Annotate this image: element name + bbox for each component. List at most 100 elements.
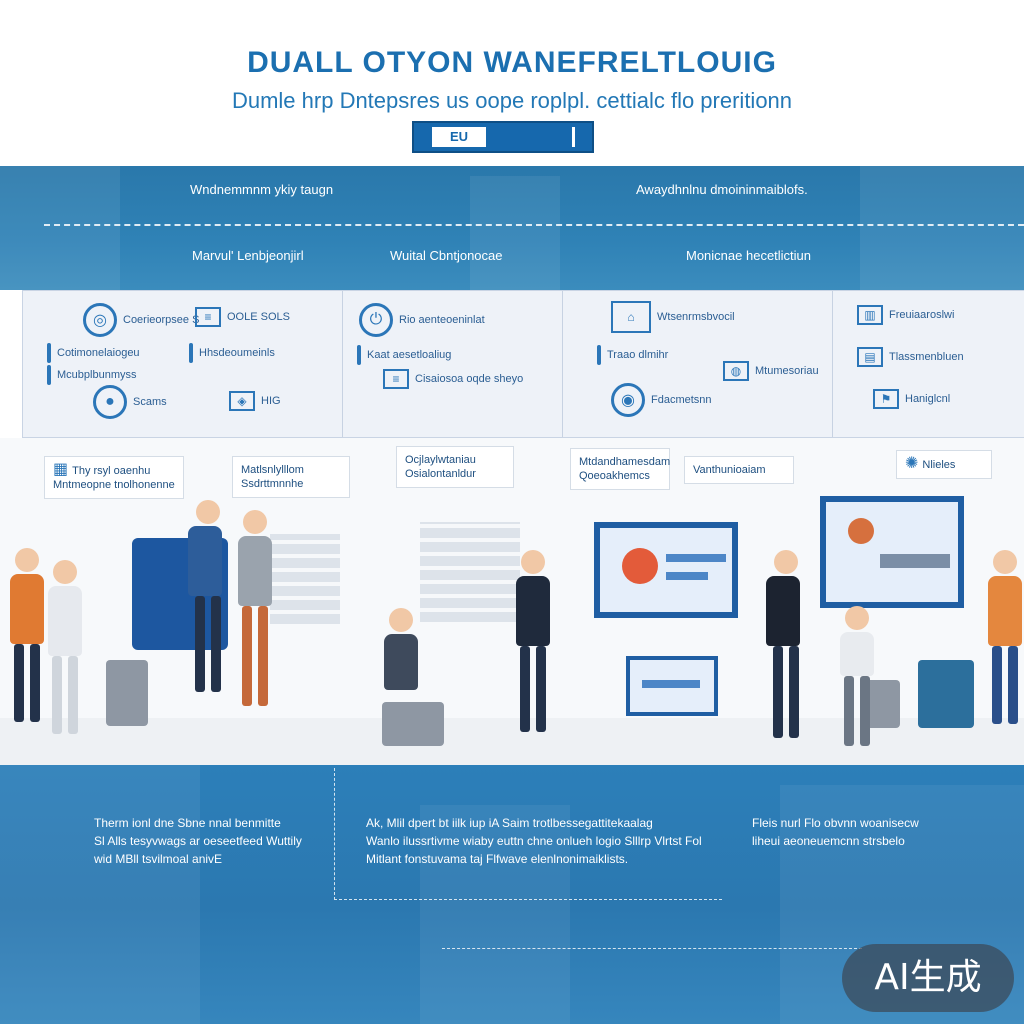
luggage bbox=[866, 680, 900, 728]
target-icon: ◎ bbox=[83, 303, 117, 337]
screen-bar bbox=[642, 680, 700, 688]
person bbox=[766, 550, 806, 738]
feature-node: ◉ Fdacmetsnn bbox=[611, 383, 712, 417]
feature-node: ▤ Tlassmenbluen bbox=[857, 347, 964, 367]
feature-label: Kaat aesetloaliug bbox=[367, 349, 452, 361]
person bbox=[238, 510, 272, 706]
features-panel: ◎ Coerieorpsee S ≡ OOLE SOLS Cotimonelai… bbox=[22, 290, 1024, 438]
feature-node: Traao dlmihr bbox=[597, 345, 668, 365]
header-bar-tick bbox=[572, 127, 575, 147]
info-line: Fleis nurl Flo obvnn woanisecw bbox=[752, 816, 919, 830]
scene-callout: Ocjlaylwtaniau Osialontanldur bbox=[396, 446, 514, 488]
info-frame bbox=[334, 768, 722, 900]
feature-node: ◎ Coerieorpsee S bbox=[83, 303, 199, 337]
office-scene: ▦Thy rsyl oaenhu Mntmeopne tnolhonenne M… bbox=[0, 438, 1024, 765]
map-region bbox=[880, 554, 950, 568]
callout-text: Mtdandhamesdam Qoeoakhemcs bbox=[579, 456, 671, 482]
info-line: Ak, Mlil dpert bt iilk iup iA Saim trotl… bbox=[366, 816, 653, 830]
scene-callout: ✺Nlieles bbox=[896, 450, 992, 479]
person bbox=[10, 548, 44, 722]
building-shape bbox=[860, 166, 1024, 290]
header-bar-label: EU bbox=[432, 127, 486, 147]
map-icon: ⌂ bbox=[611, 301, 651, 333]
feature-label: Tlassmenbluen bbox=[889, 351, 964, 363]
info-column-1: Therm ionl dne Sbne nnal benmitte Sl All… bbox=[94, 814, 302, 868]
info-line: liheui aeoneuemcnn strsbelo bbox=[752, 834, 905, 848]
person bbox=[988, 550, 1022, 724]
brick-wall bbox=[420, 522, 520, 622]
callout-text: Thy rsyl oaenhu Mntmeopne tnolhonenne bbox=[53, 465, 175, 491]
info-column-2: Ak, Mlil dpert bt iilk iup iA Saim trotl… bbox=[366, 814, 702, 868]
feature-node: ◈ HIG bbox=[229, 391, 281, 411]
feature-card-2: ⏻ Rio aenteoeninlat Kaat aesetloaliug ≡ … bbox=[343, 291, 563, 437]
bar-icon bbox=[189, 343, 193, 363]
band-heading-right: Awaydhnlnu dmoininmaiblofs. bbox=[636, 182, 808, 197]
info-line: Mitlant fonstuvama taj Flfwave elenlnoni… bbox=[366, 852, 629, 866]
person bbox=[840, 606, 874, 746]
scene-callout: Vanthunioaiam bbox=[684, 456, 794, 484]
info-column-3: Fleis nurl Flo obvnn woanisecw liheui ae… bbox=[752, 814, 919, 850]
feature-label: Mtumesoriau bbox=[755, 365, 819, 377]
feature-card-1: ◎ Coerieorpsee S ≡ OOLE SOLS Cotimonelai… bbox=[23, 291, 343, 437]
info-line: Wanlo ilussrtivme wiaby euttn chne onlue… bbox=[366, 834, 702, 848]
bar-icon bbox=[357, 345, 361, 365]
feature-node: ⚑ Haniglcnl bbox=[873, 389, 950, 409]
globe-icon: ◍ bbox=[723, 361, 749, 381]
feature-node: ⏻ Rio aenteoeninlat bbox=[359, 303, 485, 337]
screen-bar bbox=[666, 572, 708, 580]
feature-node: Mcubplbunmyss bbox=[47, 365, 136, 385]
screen-bar bbox=[666, 554, 726, 562]
circle-icon: ◉ bbox=[611, 383, 645, 417]
feature-node: Cotimonelaiogeu bbox=[47, 343, 140, 363]
city-icon: ▥ bbox=[857, 305, 883, 325]
feature-label: Hhsdeoumeinls bbox=[199, 347, 275, 359]
band-heading-left: Wndnemmnm ykiy taugn bbox=[190, 182, 334, 197]
band-label-1: Marvul' Lenbjeonjirl bbox=[192, 248, 304, 263]
feature-label: Cotimonelaiogeu bbox=[57, 347, 140, 359]
info-line: Therm ionl dne Sbne nnal benmitte bbox=[94, 816, 281, 830]
feature-label: Fdacmetsnn bbox=[651, 394, 712, 406]
page-title: DUALL OTYON WANEFRELTLOUIG bbox=[247, 46, 777, 79]
feature-label: HIG bbox=[261, 395, 281, 407]
chart-dot bbox=[622, 548, 658, 584]
power-icon: ⏻ bbox=[359, 303, 393, 337]
luggage bbox=[382, 702, 444, 746]
band-label-2: Wuital Cbntjonocae bbox=[390, 248, 503, 263]
callout-text: Matlsnlylllom Ssdrttmnnhe bbox=[241, 464, 304, 490]
brick-wall bbox=[270, 534, 340, 624]
document-icon: ≡ bbox=[195, 307, 221, 327]
bar-icon bbox=[47, 365, 51, 385]
feature-node: ● Scams bbox=[93, 385, 167, 419]
band-label-3: Monicnae hecetlictiun bbox=[686, 248, 812, 263]
map-screen bbox=[820, 496, 964, 608]
document-icon: ≡ bbox=[383, 369, 409, 389]
building-shape bbox=[420, 805, 570, 1024]
feature-label: Traao dlmihr bbox=[607, 349, 669, 361]
feature-card-4: ▥ Freuiaaroslwi ▤ Tlassmenbluen ⚑ Hanigl… bbox=[833, 291, 1024, 437]
feature-node: Hhsdeoumeinls bbox=[189, 343, 275, 363]
page-subtitle: Dumle hrp Dntepsres us oope roplpl. cett… bbox=[231, 88, 793, 113]
shield-icon: ◈ bbox=[229, 391, 255, 411]
feature-card-3: ⌂ Wtsenrmsbvocil Traao dlmihr ◉ Fdacmets… bbox=[563, 291, 833, 437]
bar-icon bbox=[47, 343, 51, 363]
callout-text: Ocjlaylwtaniau Osialontanldur bbox=[405, 454, 476, 480]
feature-node: ⌂ Wtsenrmsbvocil bbox=[611, 301, 735, 333]
chart-icon: ▦ bbox=[53, 461, 69, 478]
info-divider bbox=[442, 948, 862, 949]
luggage bbox=[106, 660, 148, 726]
feature-label: Rio aenteoeninlat bbox=[399, 314, 485, 326]
luggage bbox=[918, 660, 974, 728]
feature-node: ≡ Cisaiosoa oqde sheyo bbox=[383, 369, 523, 389]
person bbox=[516, 550, 550, 732]
network-icon: ✺ bbox=[905, 455, 919, 472]
bar-icon bbox=[597, 345, 601, 365]
ai-generated-badge: AI生成 bbox=[842, 944, 1014, 1012]
feature-label: Freuiaaroslwi bbox=[889, 309, 955, 321]
top-band bbox=[0, 166, 1024, 290]
person bbox=[48, 560, 82, 734]
scene-callout: Mtdandhamesdam Qoeoakhemcs bbox=[570, 448, 670, 490]
person bbox=[188, 500, 228, 692]
scene-callout: ▦Thy rsyl oaenhu Mntmeopne tnolhonenne bbox=[44, 456, 184, 499]
feature-label: Cisaiosoa oqde sheyo bbox=[415, 373, 524, 385]
callout-text: Vanthunioaiam bbox=[693, 464, 766, 476]
